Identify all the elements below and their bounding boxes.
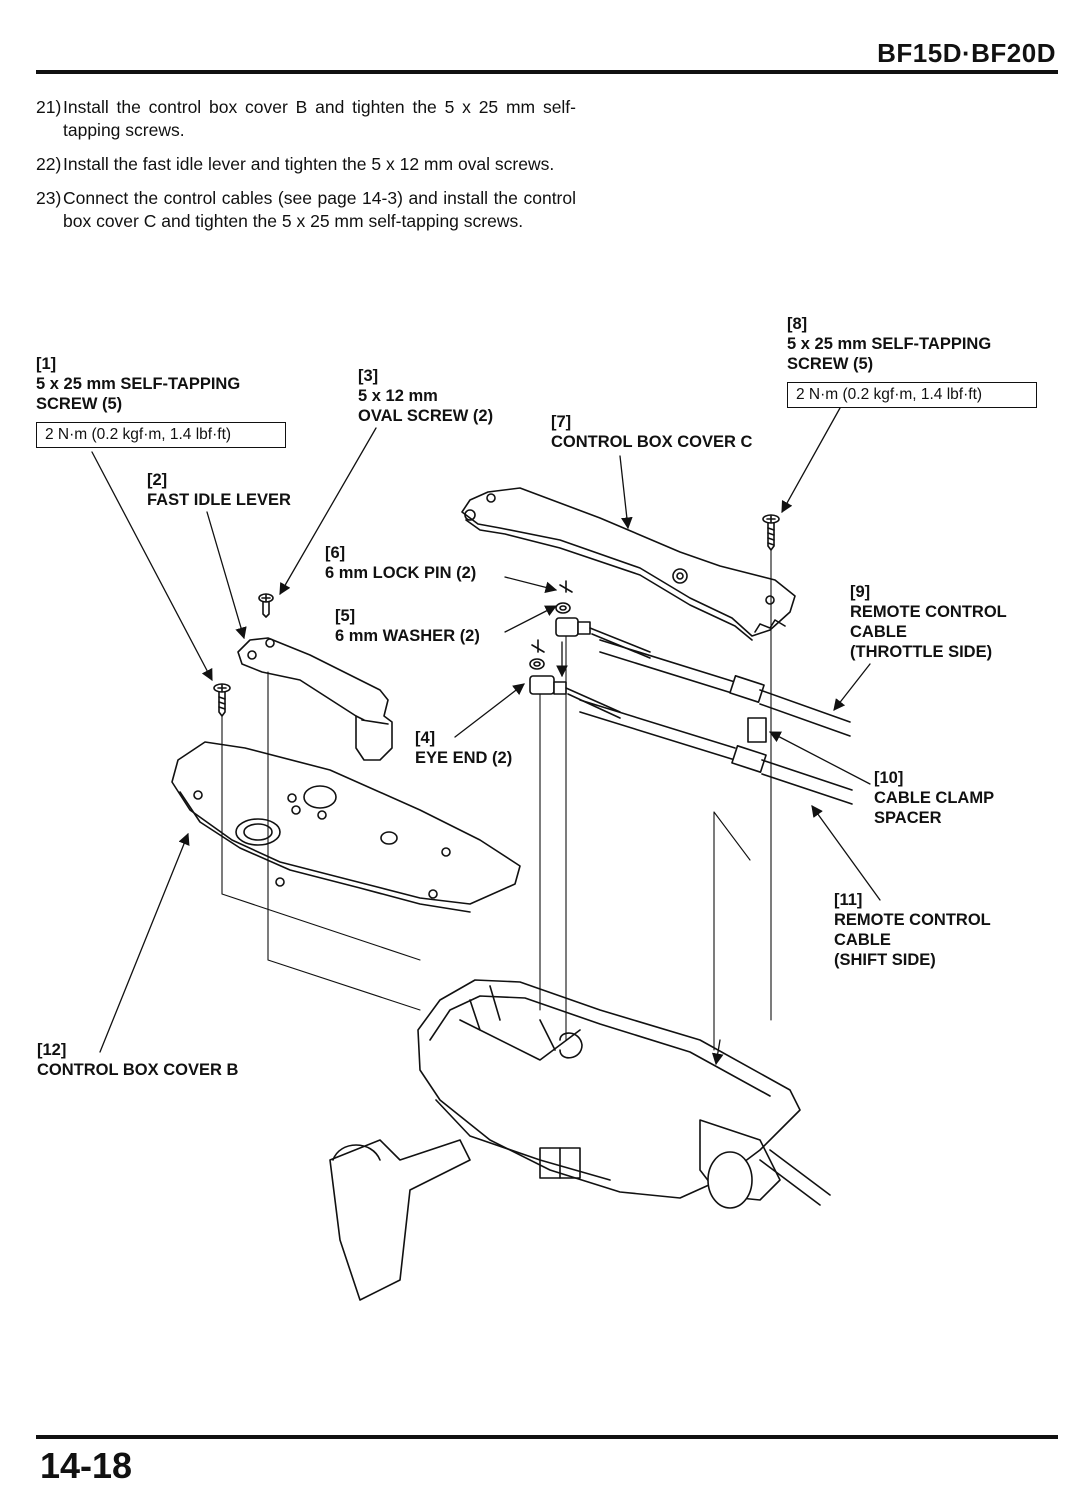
callout-text: REMOTE CONTROL — [850, 603, 1007, 621]
control-box-body-drawing — [329, 979, 831, 1301]
callout-text: SCREW (5) — [36, 395, 123, 413]
callout-2: [2] FAST IDLE LEVER — [147, 470, 291, 510]
callout-number: [5] — [335, 607, 356, 625]
callout-9: [9] REMOTE CONTROL CABLE (THROTTLE SIDE) — [850, 582, 1007, 662]
callout-text: SCREW (5) — [787, 355, 874, 373]
callout-7: [7] CONTROL BOX COVER C — [551, 412, 752, 452]
callout-number: [2] — [147, 471, 168, 489]
callout-text: 6 mm LOCK PIN (2) — [325, 564, 477, 582]
callout-number: [3] — [358, 367, 379, 385]
callout-text: REMOTE CONTROL — [834, 911, 991, 929]
callout-number: [11] — [834, 891, 863, 909]
callout-number: [8] — [787, 315, 808, 333]
callout-12: [12] CONTROL BOX COVER B — [37, 1040, 238, 1080]
control-box-cover-c-drawing — [461, 487, 796, 641]
callout-text: CABLE CLAMP — [874, 789, 995, 807]
step-text: Install the fast idle lever and tighten … — [63, 154, 555, 174]
callout-number: [6] — [325, 544, 346, 562]
callout-10: [10] CABLE CLAMP SPACER — [874, 768, 994, 828]
callout-5: [5] 6 mm WASHER (2) — [335, 606, 480, 646]
callout-text: (SHIFT SIDE) — [834, 951, 936, 969]
callout-text: CABLE — [834, 931, 891, 949]
callout-text: SPACER — [874, 809, 942, 827]
leader-arrows — [91, 407, 881, 1066]
page-number: 14-18 — [40, 1445, 133, 1486]
header-rule — [36, 70, 1058, 74]
instruction-steps: 21) Install the control box cover B and … — [36, 96, 576, 244]
callout-text: CABLE — [850, 623, 907, 641]
step-21: 21) Install the control box cover B and … — [36, 96, 576, 142]
step-number: 21) — [36, 97, 62, 117]
fast-idle-lever-drawing — [237, 637, 393, 761]
callout-text: 5 x 12 mm — [358, 387, 438, 405]
step-text: Connect the control cables (see page 14-… — [63, 188, 576, 231]
callout-text: (THROTTLE SIDE) — [850, 643, 993, 661]
callout-text: FAST IDLE LEVER — [147, 491, 291, 509]
callout-number: [9] — [850, 583, 871, 601]
manual-model-title: BF15D·BF20D — [877, 38, 1056, 68]
footer-rule — [36, 1435, 1058, 1439]
alignment-lines — [221, 549, 772, 1051]
callout-text: EYE END (2) — [415, 749, 513, 767]
step-number: 23) — [36, 188, 62, 208]
cable-drawings — [579, 639, 853, 805]
torque-spec-1: 2 N·m (0.2 kgf·m, 1.4 lbf·ft) — [36, 422, 286, 448]
control-box-cover-b-drawing — [171, 741, 521, 913]
callout-3: [3] 5 x 12 mm OVAL SCREW (2) — [358, 366, 493, 426]
screw-drawings — [213, 514, 780, 717]
callout-text: CONTROL BOX COVER B — [37, 1061, 239, 1079]
callout-number: [7] — [551, 413, 572, 431]
callout-text: 5 x 25 mm SELF-TAPPING — [787, 335, 992, 353]
step-text: Install the control box cover B and tigh… — [63, 97, 576, 140]
callout-11: [11] REMOTE CONTROL CABLE (SHIFT SIDE) — [834, 890, 991, 970]
callout-text: 5 x 25 mm SELF-TAPPING — [36, 375, 241, 393]
step-number: 22) — [36, 154, 62, 174]
step-23: 23) Connect the control cables (see page… — [36, 187, 576, 233]
callout-1: [1] 5 x 25 mm SELF-TAPPING SCREW (5) — [36, 354, 240, 414]
callout-6: [6] 6 mm LOCK PIN (2) — [325, 543, 476, 583]
callout-number: [1] — [36, 355, 57, 373]
callout-4: [4] EYE END (2) — [415, 728, 512, 768]
callout-number: [4] — [415, 729, 436, 747]
callout-text: 6 mm WASHER (2) — [335, 627, 480, 645]
callout-number: [10] — [874, 769, 904, 787]
callout-number: [12] — [37, 1041, 67, 1059]
callout-8: [8] 5 x 25 mm SELF-TAPPING SCREW (5) — [787, 314, 991, 374]
callout-text: CONTROL BOX COVER C — [551, 433, 753, 451]
callout-text: OVAL SCREW (2) — [358, 407, 494, 425]
torque-spec-8: 2 N·m (0.2 kgf·m, 1.4 lbf·ft) — [787, 382, 1037, 408]
step-22: 22) Install the fast idle lever and tigh… — [36, 153, 576, 176]
